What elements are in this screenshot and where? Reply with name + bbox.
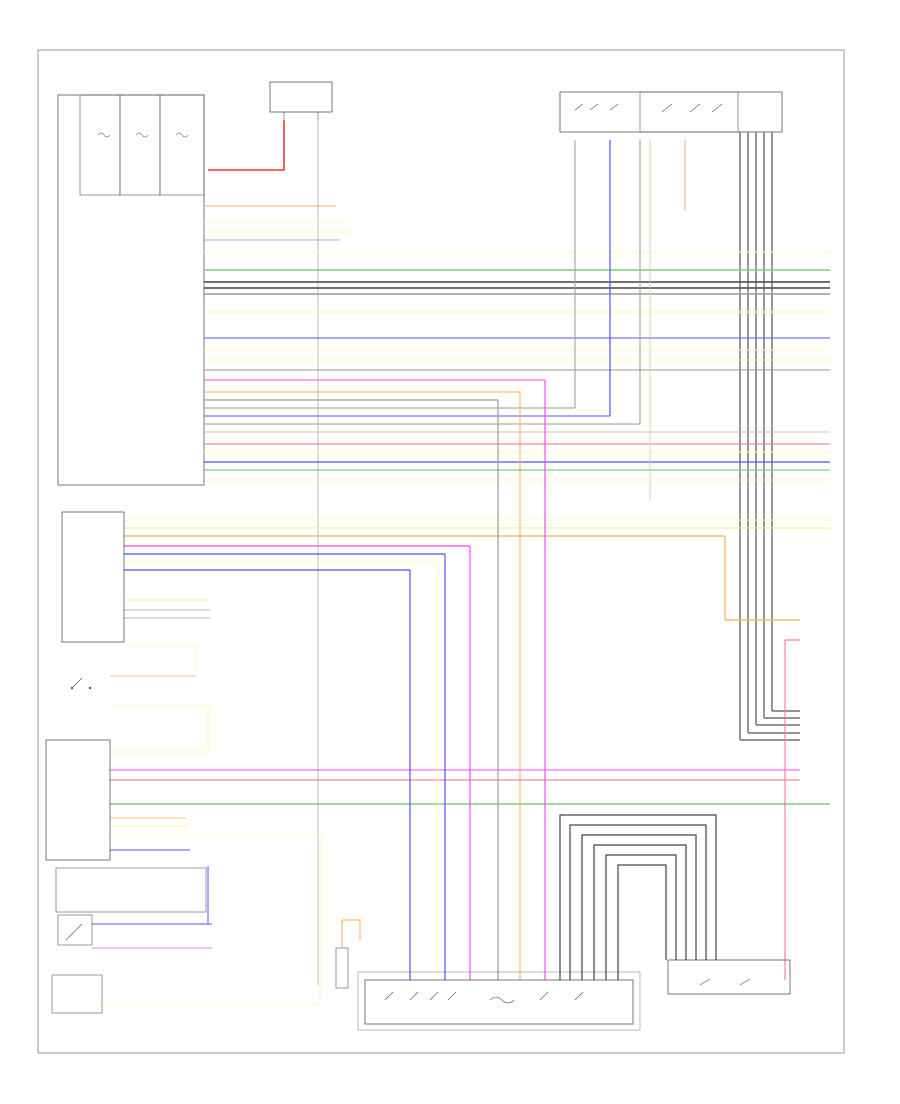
loop-wire — [605, 854, 677, 980]
nested-wire-loops — [559, 814, 717, 980]
fuse-block-1 — [79, 94, 121, 196]
switch-left-1 — [70, 677, 92, 690]
switch-module-top-right — [559, 91, 783, 133]
fuse-block-2 — [119, 94, 161, 196]
switch-icon — [699, 978, 751, 986]
fuse-block-3 — [159, 94, 205, 196]
switch-bottom-right — [667, 959, 791, 995]
fuse-small — [335, 919, 361, 989]
vertical-drop-wires — [195, 140, 800, 1004]
right-vertical-bus — [739, 132, 800, 741]
wire-red-feed — [208, 120, 285, 171]
module-left-lower — [45, 739, 111, 861]
loop-wire — [559, 814, 717, 980]
module-left-middle — [61, 511, 125, 643]
top-connector — [269, 81, 333, 120]
ground-box — [55, 867, 207, 913]
control-unit-bottom — [357, 971, 641, 1031]
switch-icon — [661, 103, 723, 113]
horizontal-bus-wires — [92, 205, 830, 1005]
switch-icon — [384, 991, 584, 1001]
switch-left-2 — [57, 914, 93, 946]
loop-wire — [581, 834, 697, 980]
loop-wire — [569, 824, 707, 980]
fuse-icon — [175, 132, 189, 138]
sensor-bottom-left — [51, 974, 103, 1014]
fuse-module — [57, 94, 205, 486]
diagram-border — [37, 49, 845, 1054]
fuse-icon — [97, 132, 111, 138]
resistor-icon — [489, 996, 515, 1004]
loop-wire — [617, 864, 667, 980]
loop-wire — [593, 844, 687, 980]
switch-icon — [574, 103, 619, 111]
fuse-icon — [135, 132, 149, 138]
